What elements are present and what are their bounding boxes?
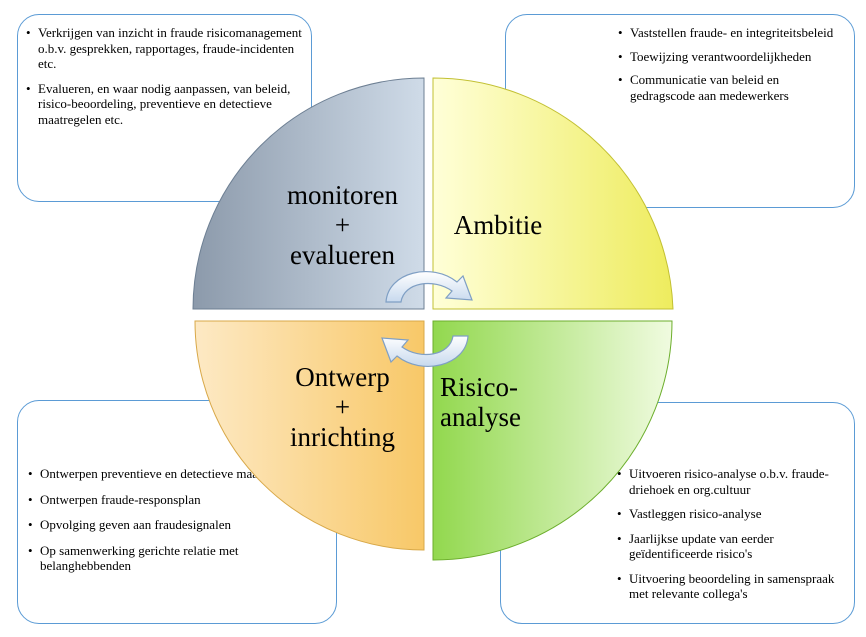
quadrant-ambitie [432, 77, 674, 310]
list-item: Verkrijgen van inzicht in fraude risicom… [26, 25, 303, 72]
cycle-arrow-icon [381, 271, 473, 367]
list-item: Vaststellen fraude- en integriteitsbelei… [618, 25, 846, 41]
list-item: Uitvoering beoordeling in samenspraak me… [617, 571, 846, 602]
list-item: Vastleggen risico-analyse [617, 506, 846, 522]
label-line: inrichting [290, 422, 395, 452]
list-item: Uitvoeren risico-analyse o.b.v. fraude-d… [617, 466, 846, 497]
label-line: evalueren [290, 240, 395, 270]
label-line: + [334, 210, 351, 240]
label-line: Risico- [440, 372, 518, 402]
label-line: analyse [440, 402, 521, 432]
quadrant-monitoren [192, 77, 425, 310]
label-line: + [334, 392, 351, 422]
list-item: Ontwerpen preventieve en detectieve maat… [28, 466, 328, 482]
label-line: monitoren [287, 180, 398, 210]
list-item: Ontwerpen fraude-responsplan [28, 492, 328, 508]
box-monitoren: Verkrijgen van inzicht in fraude risicom… [17, 14, 312, 202]
quadrant-risico [432, 320, 673, 561]
label-line: Ontwerp [295, 362, 390, 392]
list-item: Communicatie van beleid en gedragscode a… [618, 72, 846, 103]
list-item: Evalueren, en waar nodig aanpassen, van … [26, 81, 303, 128]
label-line: Ambitie [453, 210, 543, 240]
quadrant-label-risico: Risico- analyse [440, 372, 560, 432]
quadrant-ontwerp [194, 320, 425, 551]
list-item: Op samenwerking gerichte relatie met bel… [28, 543, 328, 574]
list-item: Toewijzing verantwoordelijkheden [618, 49, 846, 65]
list-item: Jaarlijkse update van eerder geïdentific… [617, 531, 846, 562]
quadrant-label-monitoren: monitoren + evalueren [270, 180, 415, 270]
quadrant-label-ambitie: Ambitie [438, 210, 558, 240]
quadrant-label-ontwerp: Ontwerp + inrichting [270, 362, 415, 452]
list-item: Opvolging geven aan fraudesignalen [28, 517, 328, 533]
box-ambitie: Vaststellen fraude- en integriteitsbelei… [505, 14, 855, 208]
